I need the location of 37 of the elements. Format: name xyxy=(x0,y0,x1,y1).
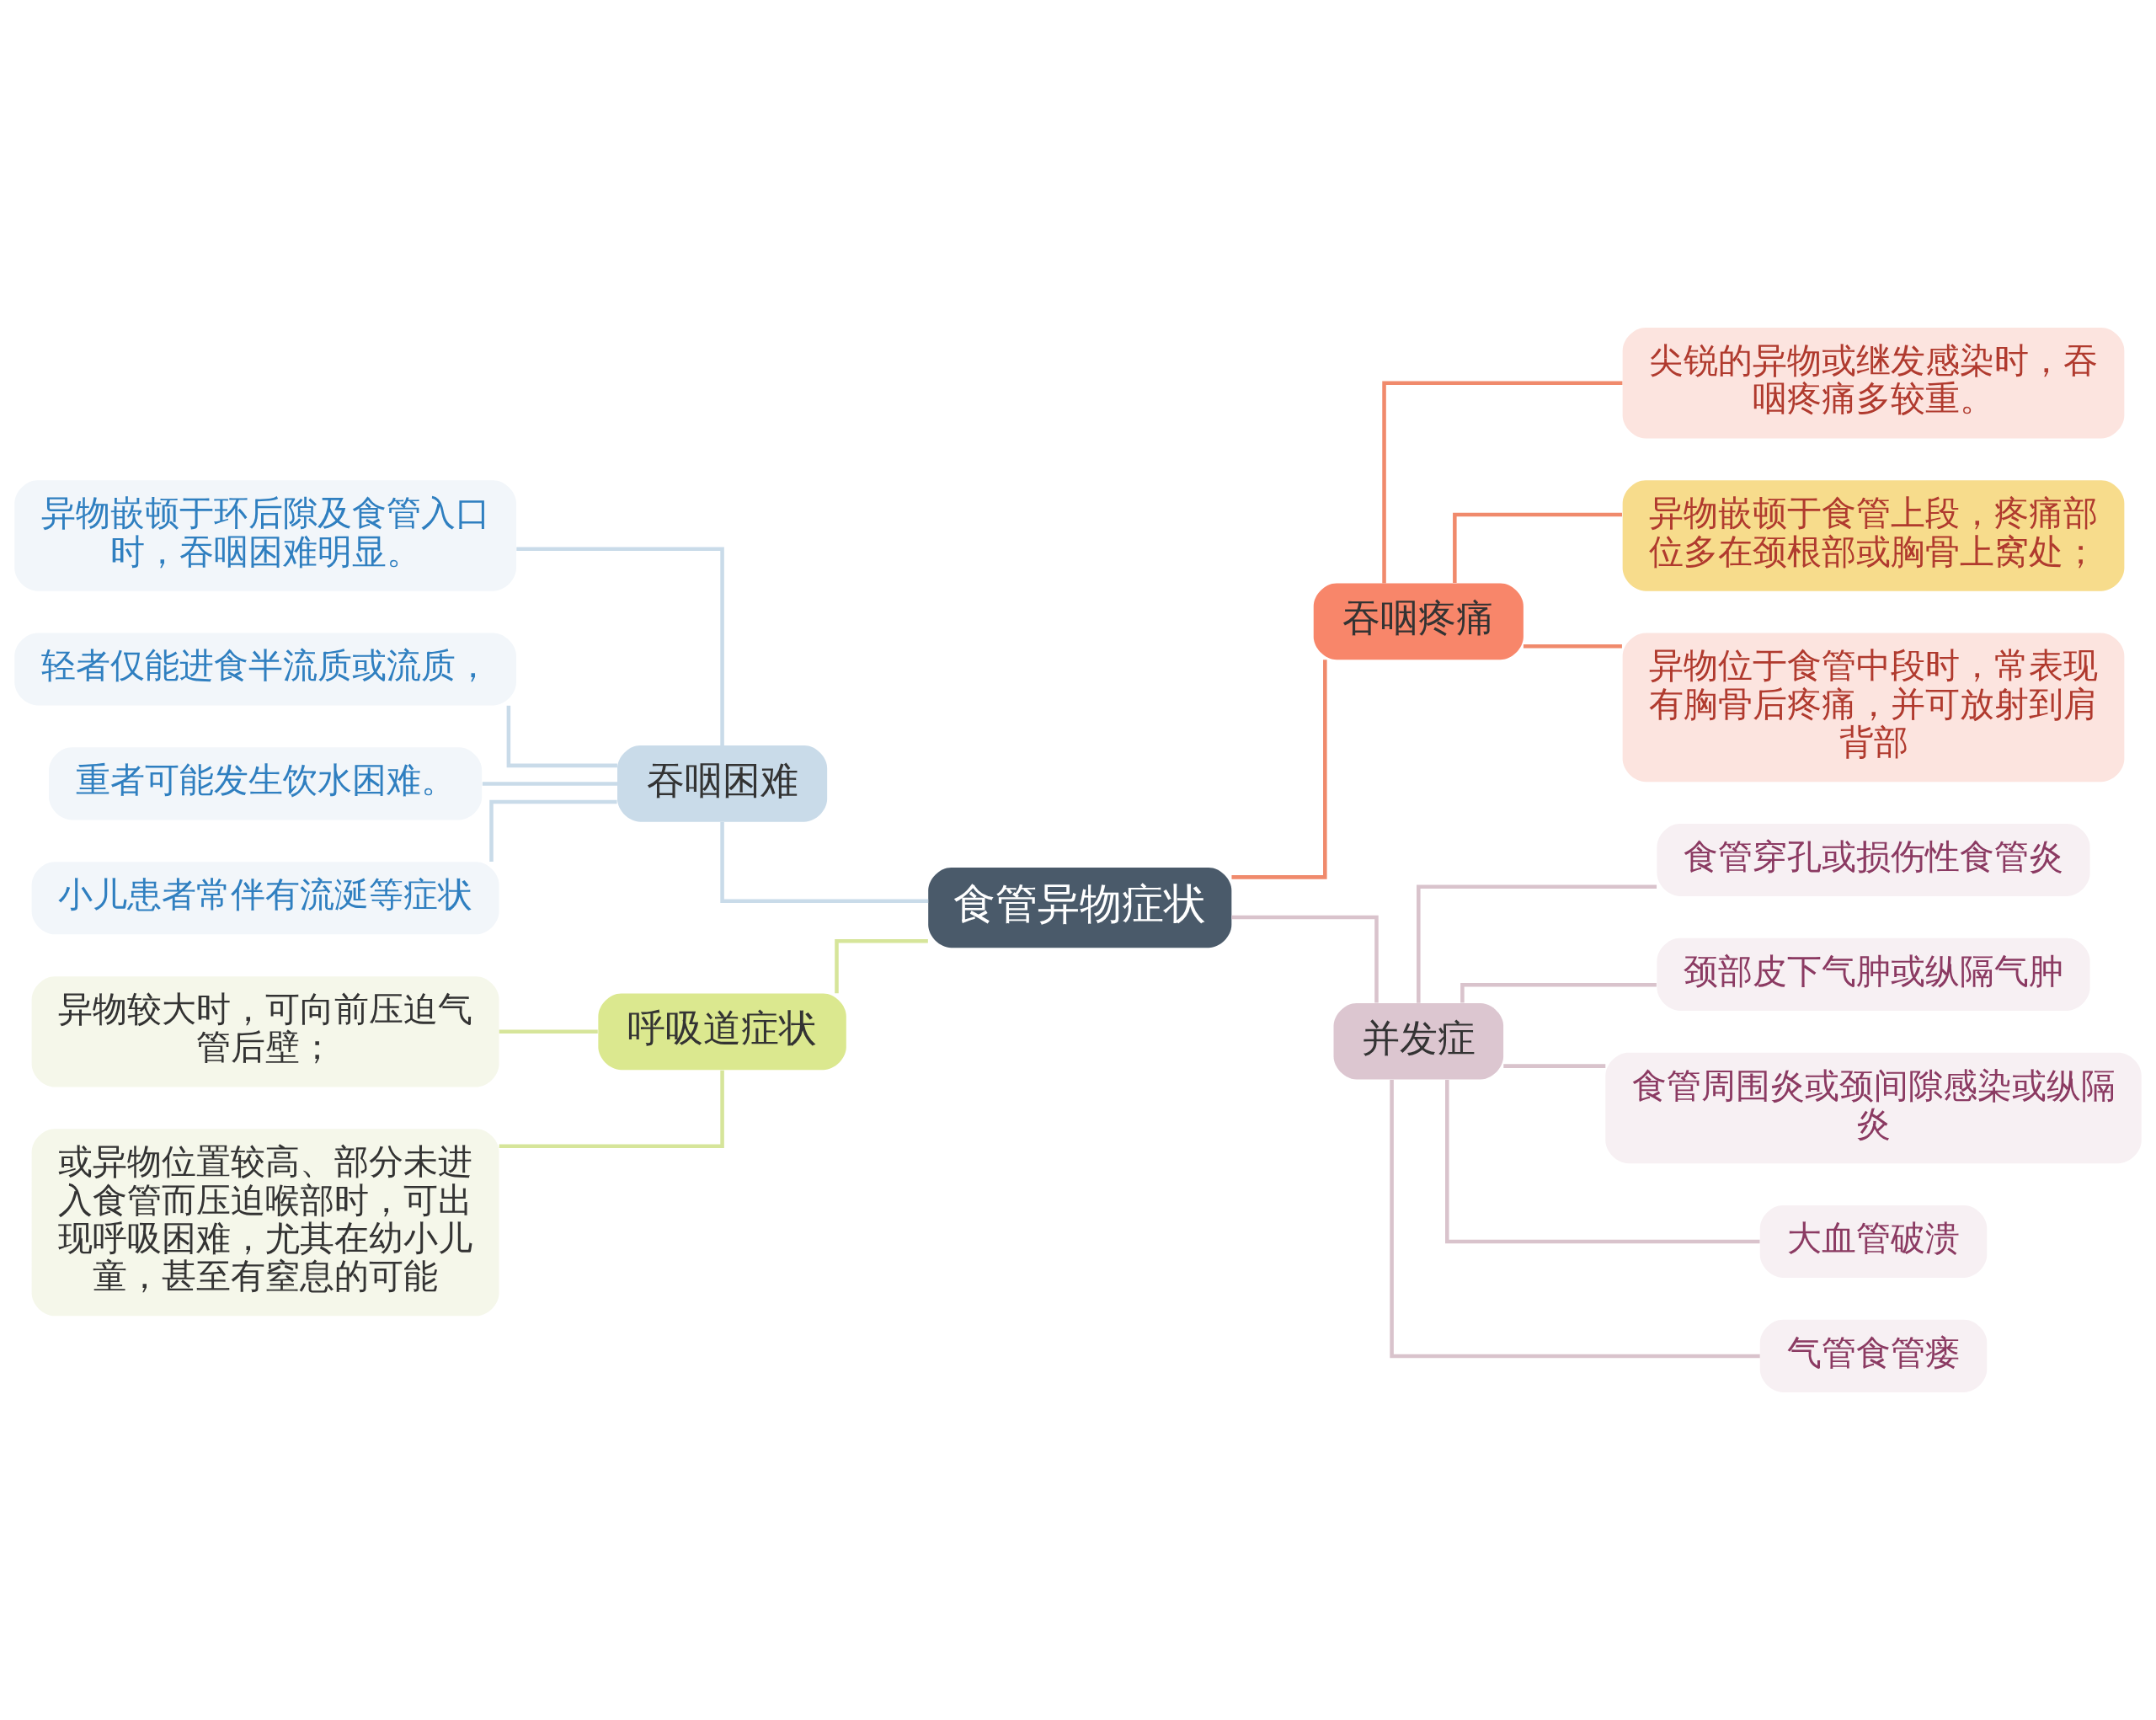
node-box: 气管食管瘘 xyxy=(1759,1319,1988,1392)
node-box: 吞咽疼痛 xyxy=(1313,583,1524,660)
connector xyxy=(1460,983,1657,1003)
connector xyxy=(1231,660,1327,879)
connector xyxy=(1382,381,1623,584)
node-box: 并发症 xyxy=(1333,1002,1504,1080)
connector xyxy=(506,705,617,768)
connector xyxy=(499,1070,724,1148)
node-box: 食管周围炎或颈间隙感染或纵隔炎 xyxy=(1605,1052,2142,1164)
node-box: 颈部皮下气肿或纵隔气肿 xyxy=(1657,937,2090,1011)
node-box: 或异物位置较高、部分未进入食管而压迫喉部时，可出现呼吸困难，尤其在幼小儿童，甚至有窒息的可能 xyxy=(31,1129,499,1317)
connector xyxy=(1417,884,1657,1003)
node-box: 吞咽困难 xyxy=(617,745,828,822)
connector xyxy=(499,1029,598,1034)
connector xyxy=(489,799,617,863)
node-box: 大血管破溃 xyxy=(1759,1205,1988,1279)
node-box: 异物嵌顿于环后隙及食管入口时，吞咽困难明显。 xyxy=(14,480,516,591)
connector xyxy=(1390,1080,1760,1359)
node-box: 异物位于食管中段时，常表现有胸骨后疼痛，并可放射到肩背部 xyxy=(1622,633,2125,783)
connector xyxy=(1503,1064,1606,1068)
connector xyxy=(1445,1080,1760,1244)
connector xyxy=(720,822,929,903)
connector xyxy=(516,547,724,745)
node-box: 异物嵌顿于食管上段，疼痛部位多在颈根部或胸骨上窝处； xyxy=(1622,480,2125,591)
node-box: 尖锐的异物或继发感染时，吞咽疼痛多较重。 xyxy=(1622,328,2125,439)
node-box: 轻者仅能进食半流质或流质， xyxy=(14,633,516,706)
node-box: 呼吸道症状 xyxy=(598,993,846,1071)
node-box: 重者可能发生饮水困难。 xyxy=(49,747,483,820)
connector xyxy=(482,782,617,786)
node-box: 食管异物症状 xyxy=(928,868,1232,948)
connector xyxy=(1453,512,1622,584)
connector xyxy=(1231,915,1379,1003)
node-box: 异物较大时，可向前压迫气管后壁； xyxy=(31,976,499,1087)
connector xyxy=(835,939,928,994)
node-box: 小儿患者常伴有流涎等症状 xyxy=(31,862,499,935)
node-box: 食管穿孔或损伤性食管炎 xyxy=(1657,823,2090,897)
connector xyxy=(1523,644,1622,649)
